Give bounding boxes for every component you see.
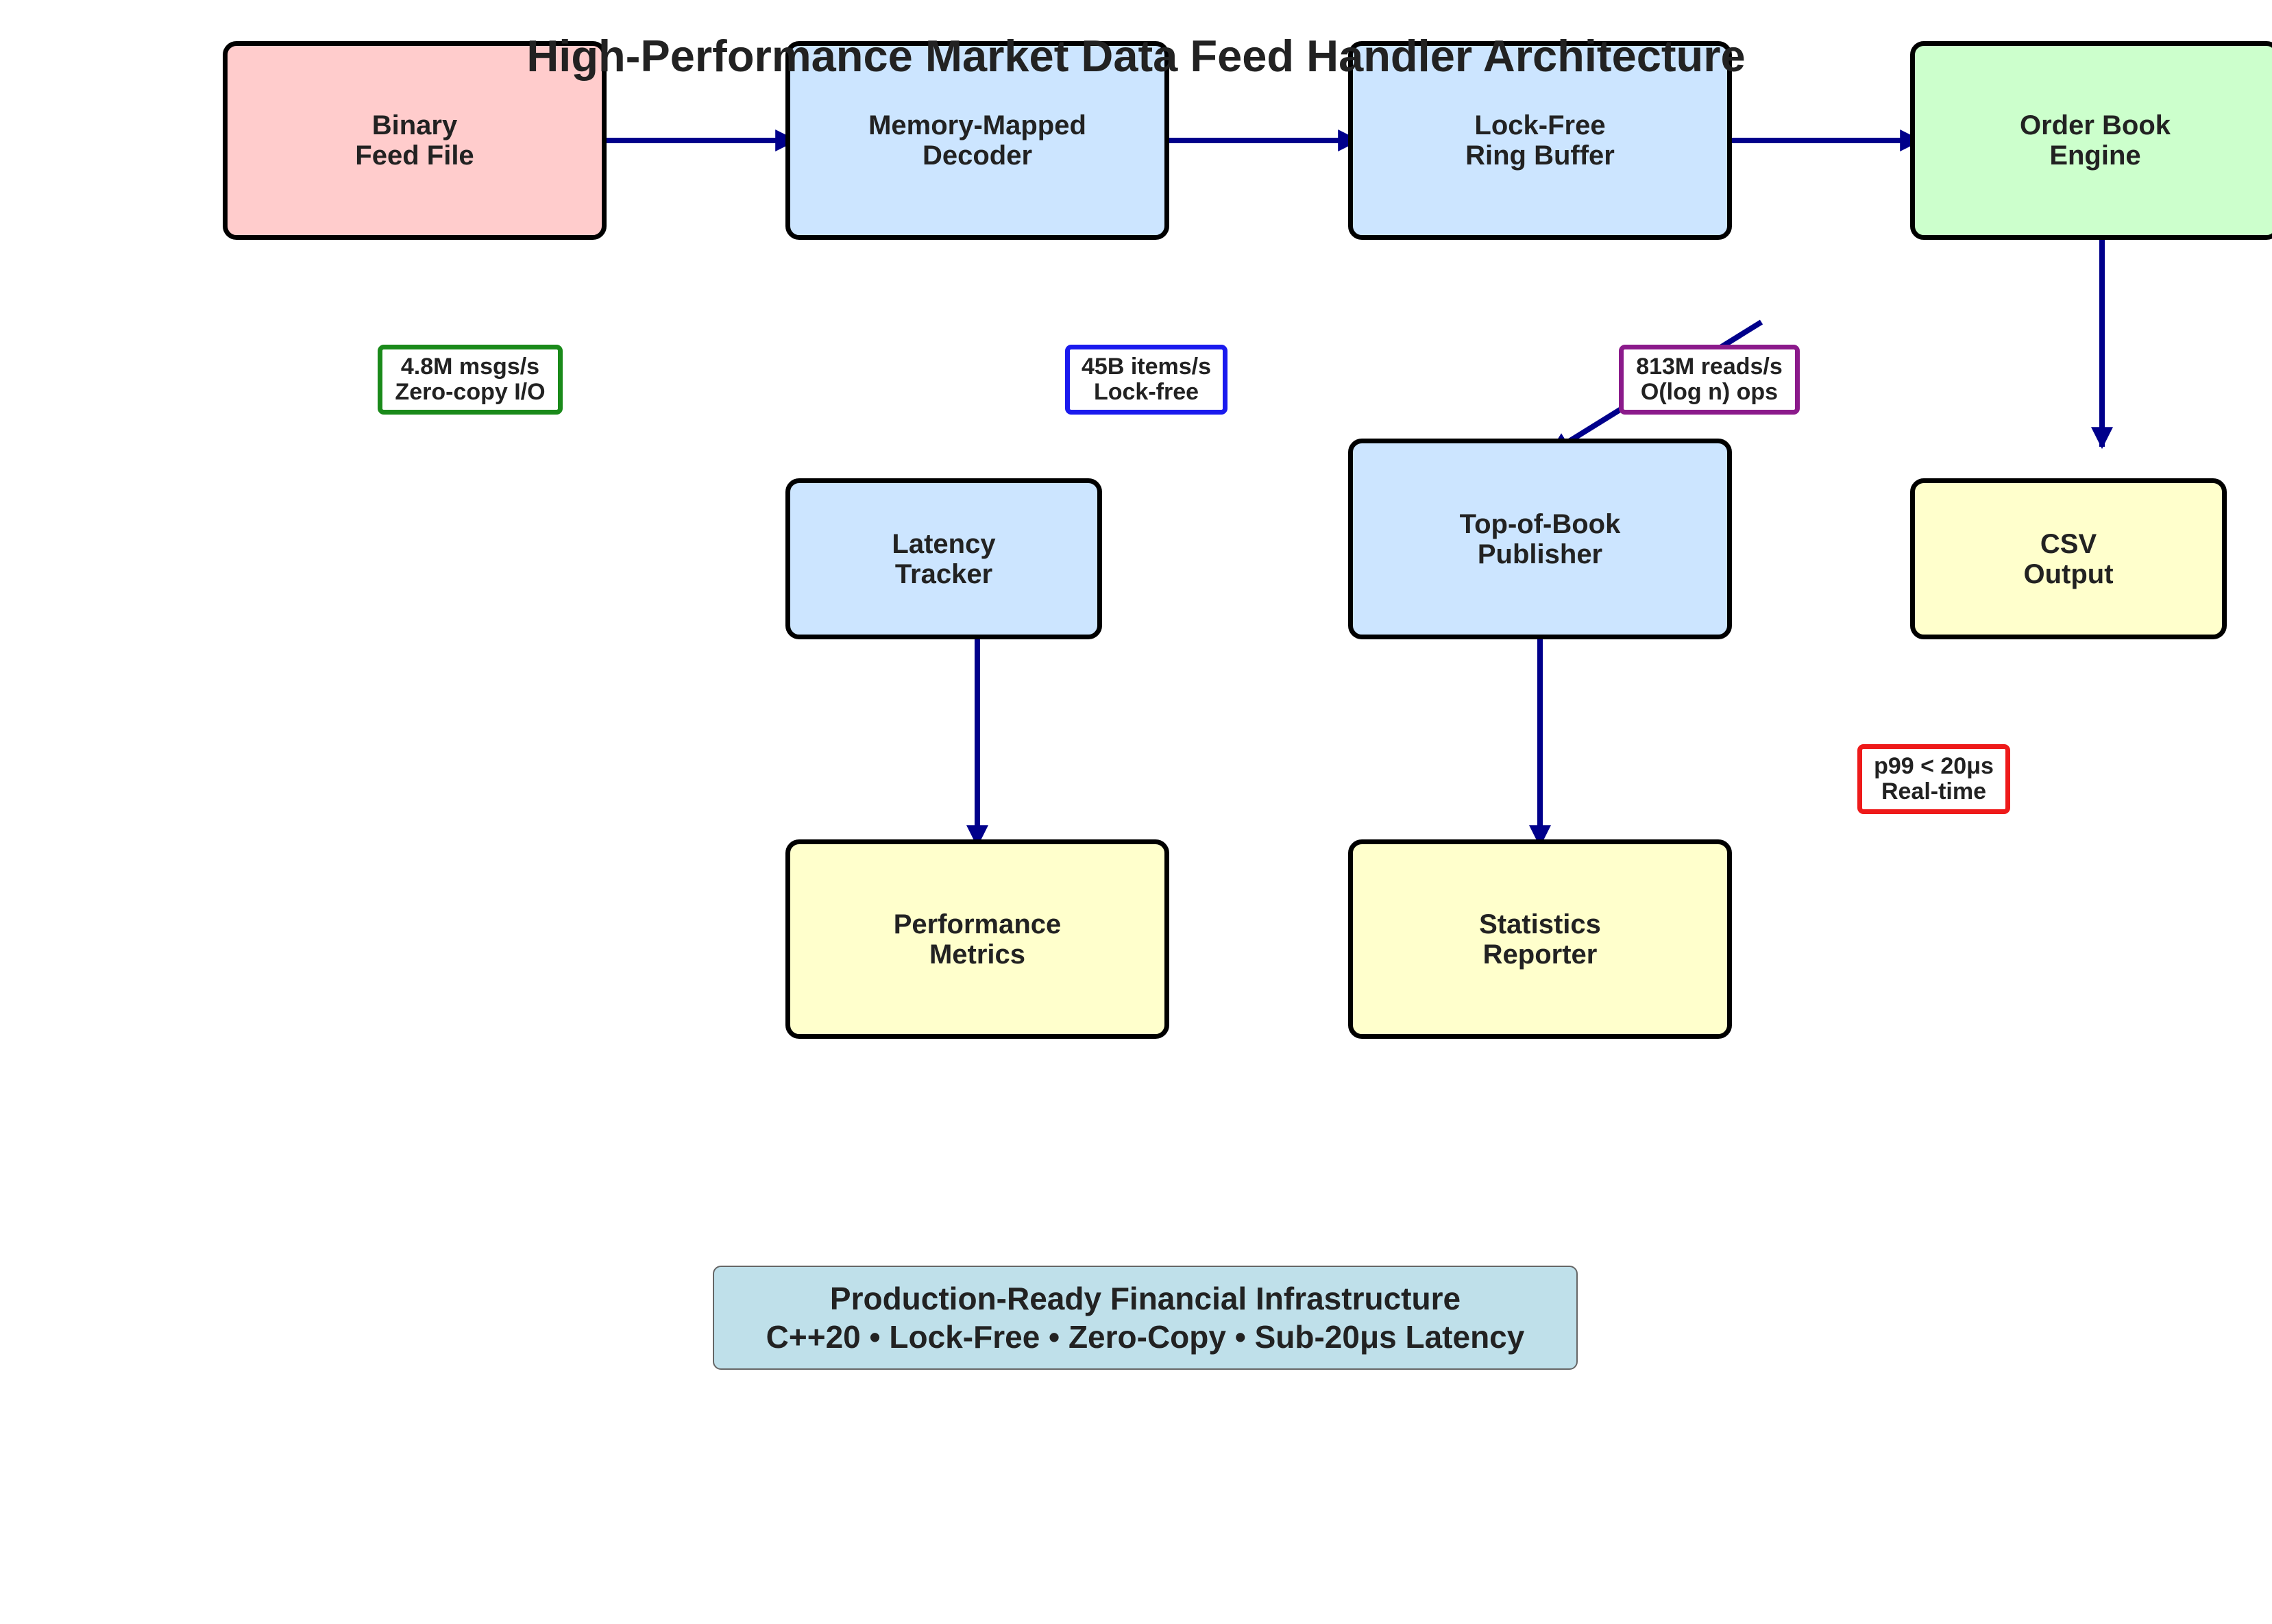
- lock-free-ring-buffer-node: Lock-Free Ring Buffer: [1348, 41, 1732, 240]
- top-of-book-publisher-node: Top-of-Book Publisher: [1348, 439, 1732, 639]
- diagram-title: High-Performance Market Data Feed Handle…: [526, 31, 1746, 81]
- csv-output-node: CSV Output: [1910, 478, 2227, 639]
- feed-throughput-badge: 4.8M msgs/s Zero-copy I/O: [378, 345, 563, 415]
- book-reads-badge: 813M reads/s O(log n) ops: [1619, 345, 1800, 415]
- latency-tracker-node: Latency Tracker: [785, 478, 1102, 639]
- order-book-engine-node: Order Book Engine: [1910, 41, 2272, 240]
- ring-throughput-badge: 45B items/s Lock-free: [1065, 345, 1227, 415]
- memory-mapped-decoder-node: Memory-Mapped Decoder: [785, 41, 1169, 240]
- binary-feed-file-node: Binary Feed File: [223, 41, 607, 240]
- footer-banner: Production-Ready Financial Infrastructur…: [713, 1266, 1578, 1370]
- footer-line-1: Production-Ready Financial Infrastructur…: [829, 1281, 1461, 1316]
- latency-p99-badge: p99 < 20μs Real-time: [1857, 744, 2010, 814]
- statistics-reporter-node: Statistics Reporter: [1348, 839, 1732, 1039]
- footer-line-2: C++20 • Lock-Free • Zero-Copy • Sub-20μs…: [766, 1319, 1525, 1355]
- performance-metrics-node: Performance Metrics: [785, 839, 1169, 1039]
